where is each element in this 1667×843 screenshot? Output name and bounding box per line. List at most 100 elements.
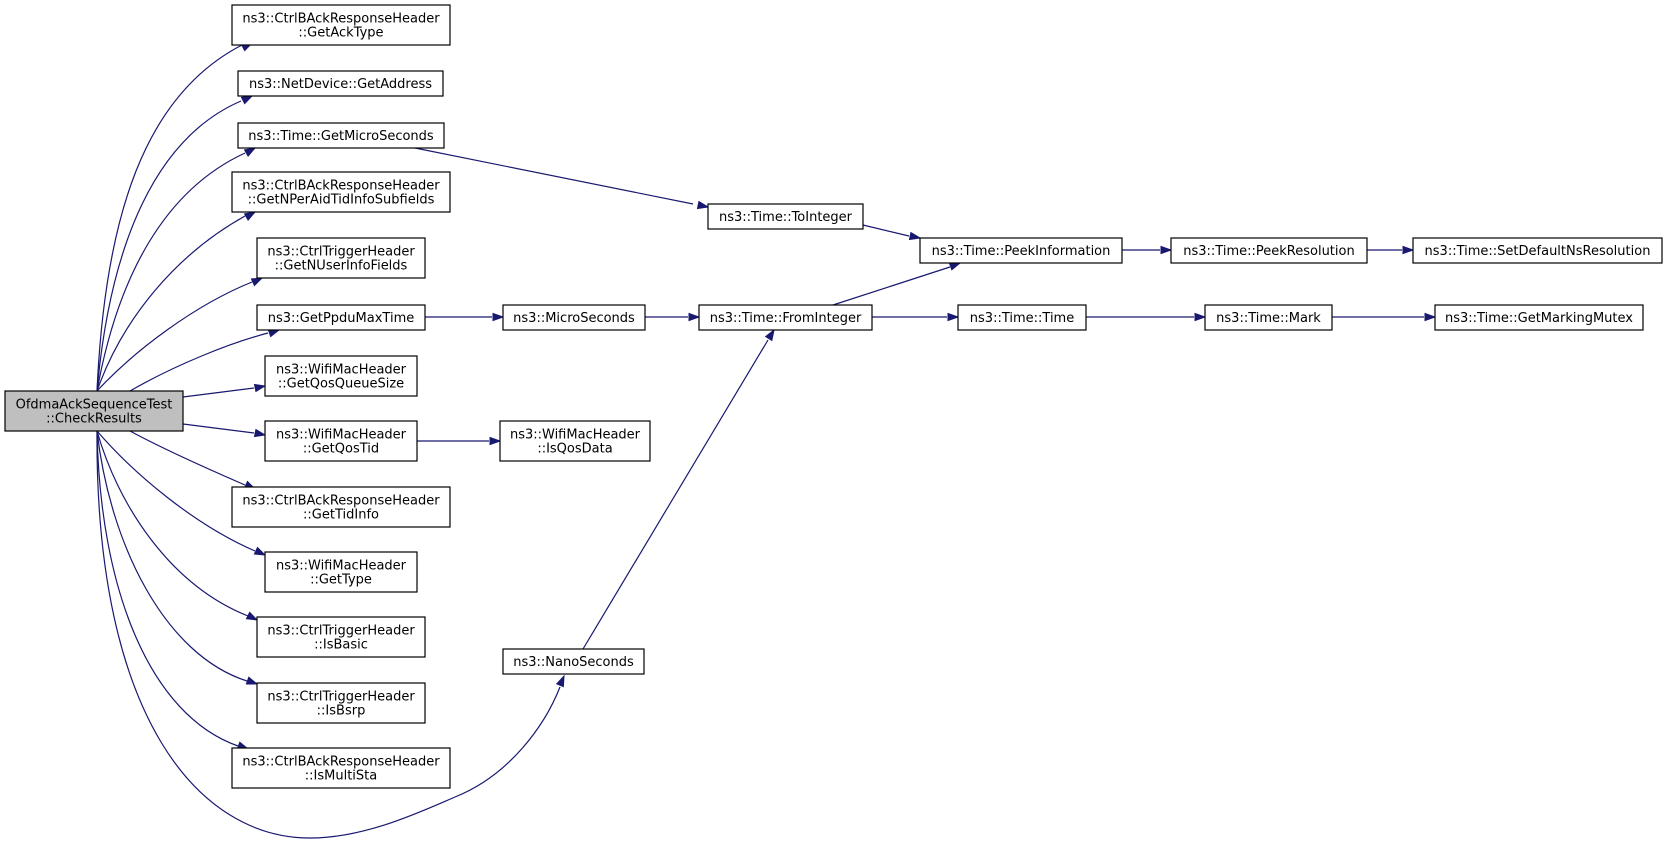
arrowhead-icon <box>245 676 259 685</box>
node-micro-seconds[interactable]: ns3::MicroSeconds <box>502 304 646 331</box>
node-label-line: ns3::CtrlBAckResponseHeader <box>242 755 440 770</box>
node-label-line: ns3::Time::PeekInformation <box>932 244 1111 259</box>
node-box <box>231 747 451 789</box>
arrowhead-icon <box>489 436 502 446</box>
node-label-line: ::GetTidInfo <box>303 508 379 523</box>
node-is-qos-data[interactable]: ns3::WifiMacHeader::IsQosData <box>499 420 651 462</box>
arrowhead-icon <box>555 674 565 688</box>
arrowhead-icon <box>688 312 701 322</box>
node-box <box>231 4 451 46</box>
arrowhead-icon <box>764 328 775 342</box>
node-label-line: ::IsQosData <box>537 442 612 457</box>
node-nano-seconds[interactable]: ns3::NanoSeconds <box>502 648 645 675</box>
node-is-multi-sta[interactable]: ns3::CtrlBAckResponseHeader::IsMultiSta <box>231 747 451 789</box>
node-box <box>256 304 426 331</box>
arrowhead-icon <box>245 611 259 621</box>
edge-root-to-get-qos-tid <box>182 423 267 438</box>
arrowhead-icon <box>1402 245 1415 255</box>
call-edges <box>96 42 1437 839</box>
node-get-marking-mutex[interactable]: ns3::Time::GetMarkingMutex <box>1434 304 1644 331</box>
node-label-line: ::GetAckType <box>298 26 383 41</box>
node-peek-information[interactable]: ns3::Time::PeekInformation <box>919 237 1123 264</box>
edge-nano-seconds-to-from-integer <box>582 328 775 650</box>
node-box <box>957 304 1087 331</box>
edge-line <box>182 423 255 434</box>
edge-line <box>96 100 242 392</box>
edge-line <box>96 430 249 617</box>
node-label-line: ns3::CtrlBAckResponseHeader <box>242 12 440 27</box>
node-label-line: ns3::WifiMacHeader <box>276 363 407 378</box>
node-get-ppdu-max-time[interactable]: ns3::GetPpduMaxTime <box>256 304 426 331</box>
node-label-line: ns3::GetPpduMaxTime <box>268 311 415 326</box>
edge-line <box>96 430 256 552</box>
node-box <box>1204 304 1333 331</box>
node-box <box>231 171 451 213</box>
arrowhead-icon <box>947 312 960 322</box>
arrowhead-icon <box>253 546 267 556</box>
node-mark[interactable]: ns3::Time::Mark <box>1204 304 1333 331</box>
node-box <box>502 648 645 675</box>
node-box <box>1170 237 1368 264</box>
arrowhead-icon <box>250 277 264 287</box>
node-label-line: ns3::MicroSeconds <box>513 311 635 326</box>
edge-peek-information-to-peek-resolution <box>1122 245 1173 255</box>
edge-root-to-get-type <box>96 430 267 556</box>
node-label-line: ns3::Time::FromInteger <box>710 311 862 326</box>
node-label-line: ::IsBasic <box>314 638 368 653</box>
node-is-bsrp[interactable]: ns3::CtrlTriggerHeader::IsBsrp <box>256 682 426 724</box>
edge-root-to-get-nper-aid <box>96 211 257 392</box>
node-label-line: OfdmaAckSequenceTest <box>16 398 173 413</box>
edge-line <box>129 430 246 486</box>
node-label-line: ::GetNUserInfoFields <box>275 259 408 274</box>
node-label-line: ns3::CtrlTriggerHeader <box>267 690 415 705</box>
node-box <box>4 390 184 432</box>
node-from-integer[interactable]: ns3::Time::FromInteger <box>698 304 873 331</box>
node-box <box>264 551 418 593</box>
arrowhead-icon <box>243 147 257 157</box>
node-label-line: ns3::WifiMacHeader <box>276 559 407 574</box>
node-time-time[interactable]: ns3::Time::Time <box>957 304 1087 331</box>
edge-root-to-is-bsrp <box>96 430 259 685</box>
edge-line <box>862 224 910 237</box>
edge-root-to-is-basic <box>96 430 259 621</box>
node-box <box>256 616 426 658</box>
node-label-line: ns3::Time::ToInteger <box>719 210 853 225</box>
node-label-line: ns3::CtrlTriggerHeader <box>267 624 415 639</box>
node-get-type[interactable]: ns3::WifiMacHeader::GetType <box>264 551 418 593</box>
node-label-line: ns3::WifiMacHeader <box>276 428 407 443</box>
node-get-nuser-info[interactable]: ns3::CtrlTriggerHeader::GetNUserInfoFiel… <box>256 237 426 279</box>
node-box <box>256 682 426 724</box>
node-label-line: ::GetType <box>310 573 372 588</box>
edge-line <box>129 332 269 392</box>
node-get-micro-seconds[interactable]: ns3::Time::GetMicroSeconds <box>237 122 445 149</box>
node-label-line: ::CheckResults <box>46 412 142 427</box>
node-peek-resolution[interactable]: ns3::Time::PeekResolution <box>1170 237 1368 264</box>
node-label-line: ::GetNPerAidTidInfoSubfields <box>248 193 435 208</box>
arrowhead-icon <box>908 231 922 241</box>
edge-line <box>96 44 243 392</box>
node-set-default-ns-resolution[interactable]: ns3::Time::SetDefaultNsResolution <box>1412 237 1663 264</box>
arrowhead-icon <box>1160 245 1173 255</box>
node-get-tid-info[interactable]: ns3::CtrlBAckResponseHeader::GetTidInfo <box>231 486 451 528</box>
node-get-qos-queue-size[interactable]: ns3::WifiMacHeader::GetQosQueueSize <box>264 355 418 397</box>
node-get-address[interactable]: ns3::NetDevice::GetAddress <box>237 70 444 97</box>
edge-line <box>582 339 769 650</box>
edge-root-to-nano-seconds <box>96 430 565 839</box>
node-box <box>237 70 444 97</box>
node-label-line: ::GetQosTid <box>303 442 379 457</box>
edge-line <box>96 152 246 392</box>
node-label-line: ns3::Time::Mark <box>1216 311 1321 326</box>
edge-from-integer-to-time-time <box>872 312 960 322</box>
call-nodes: OfdmaAckSequenceTest::CheckResultsns3::C… <box>4 4 1663 789</box>
node-is-basic[interactable]: ns3::CtrlTriggerHeader::IsBasic <box>256 616 426 658</box>
node-get-nper-aid[interactable]: ns3::CtrlBAckResponseHeader::GetNPerAidT… <box>231 171 451 213</box>
node-label-line: ::IsBsrp <box>317 704 366 719</box>
node-get-qos-tid[interactable]: ns3::WifiMacHeader::GetQosTid <box>264 420 418 462</box>
arrowhead-icon <box>253 383 267 393</box>
node-get-ack-type[interactable]: ns3::CtrlBAckResponseHeader::GetAckType <box>231 4 451 46</box>
node-to-integer[interactable]: ns3::Time::ToInteger <box>707 203 864 230</box>
node-label-line: ns3::Time::GetMicroSeconds <box>248 129 434 144</box>
edge-micro-seconds-to-from-integer <box>645 312 701 322</box>
node-label-line: ns3::NetDevice::GetAddress <box>249 77 432 92</box>
edge-get-ppdu-max-time-to-micro-seconds <box>425 312 505 322</box>
